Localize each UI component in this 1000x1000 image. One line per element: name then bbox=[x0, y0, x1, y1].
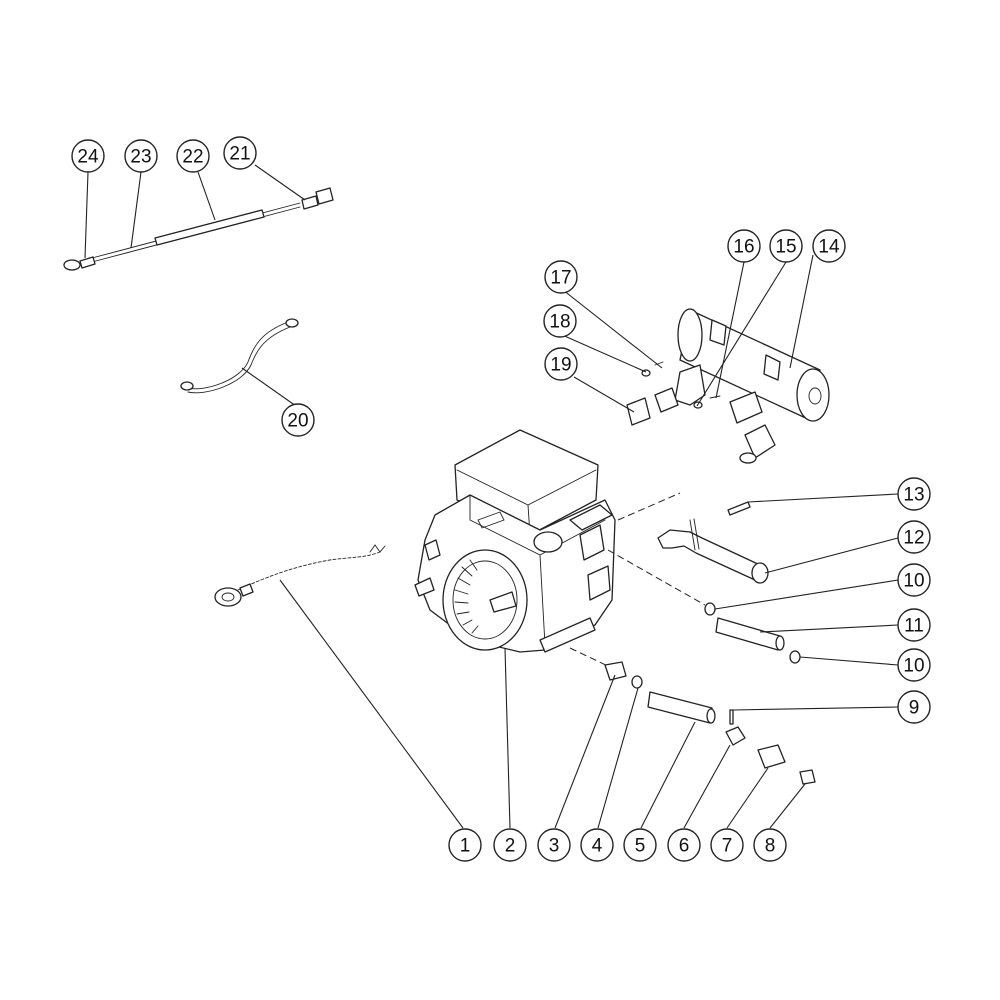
svg-text:10: 10 bbox=[903, 656, 924, 677]
bracket-right bbox=[729, 391, 763, 424]
svg-text:3: 3 bbox=[549, 836, 560, 857]
recoil-starter bbox=[442, 549, 528, 651]
clamp bbox=[725, 726, 746, 746]
svg-text:18: 18 bbox=[549, 312, 570, 333]
connector-plug bbox=[315, 187, 334, 205]
svg-text:15: 15 bbox=[775, 237, 796, 258]
callout-12: 12 bbox=[897, 520, 931, 554]
svg-text:5: 5 bbox=[635, 836, 646, 857]
svg-text:24: 24 bbox=[77, 147, 99, 168]
callout-7: 7 bbox=[710, 828, 744, 862]
shaft-lower bbox=[647, 691, 713, 724]
svg-text:4: 4 bbox=[592, 836, 603, 857]
wire-eyelet-right bbox=[285, 318, 299, 328]
wire-lead bbox=[180, 318, 299, 394]
callout-8: 8 bbox=[753, 828, 787, 862]
callout-15: 15 bbox=[769, 229, 803, 263]
callout-19: 19 bbox=[544, 347, 578, 381]
svg-text:22: 22 bbox=[182, 147, 203, 168]
svg-text:6: 6 bbox=[679, 836, 690, 857]
ring-terminal bbox=[63, 259, 81, 271]
svg-text:2: 2 bbox=[505, 836, 516, 857]
fuel-cap bbox=[533, 531, 563, 553]
svg-text:23: 23 bbox=[130, 147, 151, 168]
callout-16: 16 bbox=[727, 229, 761, 263]
callout-3: 3 bbox=[537, 828, 571, 862]
callout-6: 6 bbox=[667, 828, 701, 862]
pin bbox=[727, 501, 751, 516]
gasket bbox=[654, 387, 679, 413]
callout-17: 17 bbox=[544, 260, 578, 294]
drain-valve bbox=[757, 744, 786, 769]
svg-text:13: 13 bbox=[903, 485, 924, 506]
callout-2: 2 bbox=[493, 828, 527, 862]
callout-5: 5 bbox=[623, 828, 657, 862]
exhaust-outlet bbox=[744, 424, 776, 459]
shaft-upper bbox=[715, 617, 781, 651]
leader-lines bbox=[84, 164, 899, 829]
callout-18: 18 bbox=[543, 304, 577, 338]
callout-20: 20 bbox=[281, 403, 315, 437]
o-ring-lower bbox=[789, 650, 801, 664]
svg-text:7: 7 bbox=[722, 836, 733, 857]
callout-1: 1 bbox=[448, 828, 482, 862]
terminal-crimp bbox=[79, 256, 96, 269]
svg-text:9: 9 bbox=[909, 698, 920, 719]
callout-11: 11 bbox=[897, 608, 931, 642]
callout-10-lower: 10 bbox=[897, 648, 931, 682]
svg-text:10: 10 bbox=[903, 571, 924, 592]
callout-9: 9 bbox=[897, 690, 931, 724]
flange-gasket bbox=[626, 397, 651, 426]
bracket-left bbox=[674, 364, 706, 406]
callout-23: 23 bbox=[124, 139, 158, 173]
muffler-assembly bbox=[626, 308, 830, 464]
svg-text:12: 12 bbox=[903, 528, 924, 549]
connector-body bbox=[301, 195, 319, 210]
callout-4: 4 bbox=[580, 828, 614, 862]
callout-21: 21 bbox=[223, 136, 257, 170]
bolt-fitting bbox=[604, 661, 627, 681]
svg-text:21: 21 bbox=[229, 144, 250, 165]
cable-sleeve bbox=[154, 209, 265, 246]
svg-text:17: 17 bbox=[550, 268, 571, 289]
callout-24: 24 bbox=[71, 139, 105, 173]
drain-plug bbox=[799, 769, 816, 785]
svg-text:19: 19 bbox=[550, 355, 571, 376]
svg-text:20: 20 bbox=[287, 411, 308, 432]
svg-text:1: 1 bbox=[460, 836, 471, 857]
wire-eyelet-left bbox=[180, 381, 194, 391]
starter-handle bbox=[489, 591, 517, 613]
ground-cable bbox=[214, 544, 386, 607]
svg-text:8: 8 bbox=[765, 836, 776, 857]
ground-ring bbox=[214, 587, 242, 607]
svg-text:16: 16 bbox=[733, 237, 754, 258]
exhaust-pipe bbox=[657, 518, 769, 584]
engine bbox=[414, 429, 616, 653]
cable-assembly bbox=[63, 187, 334, 271]
washer bbox=[631, 675, 643, 689]
callout-13: 13 bbox=[897, 477, 931, 511]
callout-14: 14 bbox=[812, 229, 846, 263]
svg-text:11: 11 bbox=[904, 616, 924, 637]
callout-22: 22 bbox=[176, 139, 210, 173]
o-ring-upper bbox=[704, 602, 716, 616]
screw bbox=[729, 709, 734, 725]
engine-base bbox=[539, 617, 596, 653]
callout-10-upper: 10 bbox=[897, 563, 931, 597]
svg-text:14: 14 bbox=[818, 237, 840, 258]
